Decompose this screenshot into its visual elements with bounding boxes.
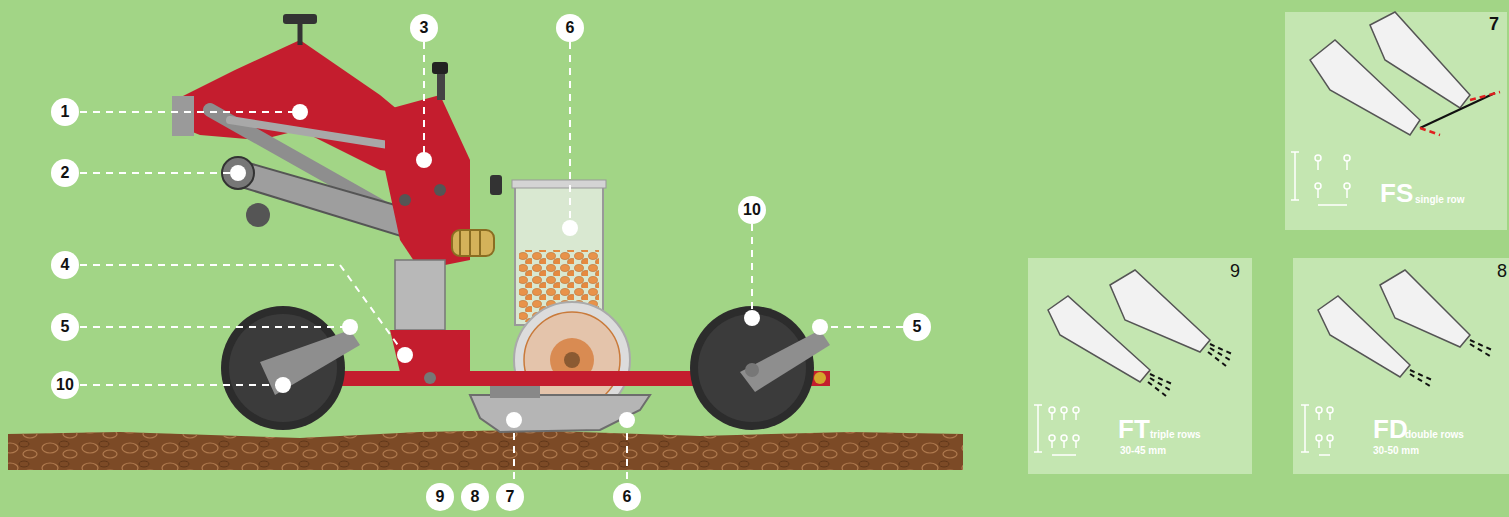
coulter-description: triple rows [1150,430,1201,440]
coulter-code: FD [1373,416,1408,442]
callout-number: 8 [461,483,489,511]
coulter-code: FT [1118,416,1150,442]
coulter-description: double rows [1405,430,1464,440]
callout-number: 3 [410,14,438,42]
coulter-description: 30-45 mm [1120,446,1166,456]
coulter-description: single row [1415,195,1464,205]
panel-number: 7 [1489,15,1499,33]
panel-number: 9 [1230,262,1240,280]
panel-number: 8 [1497,262,1507,280]
callout-number: 2 [51,159,79,187]
coulter-inset-panel: 7FSsingle row [1285,12,1507,230]
callout-number: 5 [903,313,931,341]
coulter-inset-panel: 8FDdouble rows 30-50 mm [1293,258,1509,474]
callout-number: 10 [51,371,79,399]
callout-number: 1 [51,98,79,126]
callout-number: 5 [51,313,79,341]
callout-number: 6 [613,483,641,511]
callout-number: 6 [556,14,584,42]
coulter-inset-panel: 9FTtriple rows 30-45 mm [1028,258,1252,474]
callout-number: 9 [426,483,454,511]
callout-number: 7 [496,483,524,511]
coulter-code: FS [1380,180,1413,206]
coulter-description: 30-50 mm [1373,446,1419,456]
callout-number: 10 [738,196,766,224]
callout-number: 4 [51,251,79,279]
